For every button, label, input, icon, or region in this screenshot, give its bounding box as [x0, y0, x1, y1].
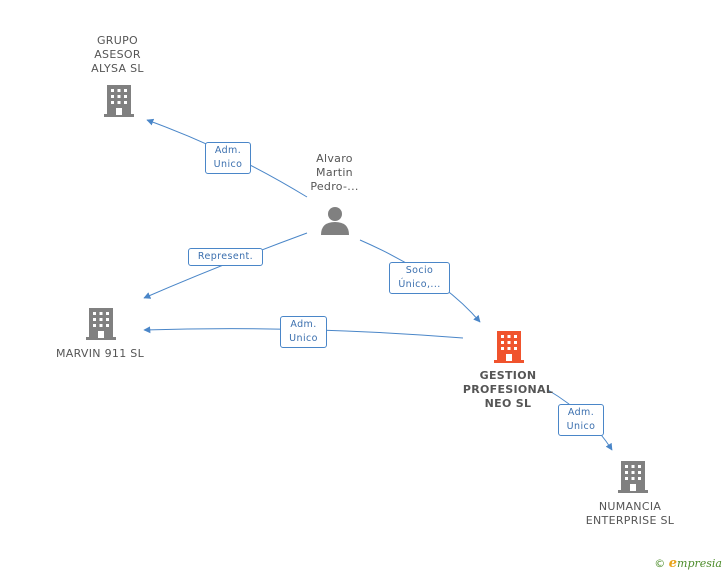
brand-name: mpresia: [677, 557, 722, 570]
brand-initial: e: [668, 556, 678, 571]
edge-label-gestion-marvin: Adm. Unico: [280, 316, 327, 348]
building-icon[interactable]: [104, 84, 134, 118]
building-icon[interactable]: [86, 307, 116, 341]
alvaro-label: Alvaro Martin Pedro-...: [310, 152, 359, 193]
edge-label-alvaro-gestion: Socio Único,...: [389, 262, 450, 294]
numancia-label: NUMANCIA ENTERPRISE SL: [585, 500, 675, 527]
edge-label-alvaro-grupo: Adm. Unico: [205, 142, 251, 174]
gestion-label: GESTION PROFESIONAL NEO SL: [462, 369, 554, 410]
copyright-symbol: ©: [654, 557, 666, 570]
person-icon[interactable]: [320, 205, 350, 235]
edge-label-alvaro-marvin: Represent.: [188, 248, 263, 266]
building-icon[interactable]: [618, 460, 648, 494]
grupo-asesor-label: GRUPO ASESOR ALYSA SL: [91, 34, 144, 75]
marvin-label: MARVIN 911 SL: [55, 347, 145, 360]
edge-label-gestion-numancia: Adm. Unico: [558, 404, 604, 436]
empresia-logo: © empresia: [654, 556, 722, 571]
building-icon[interactable]: [494, 330, 524, 364]
